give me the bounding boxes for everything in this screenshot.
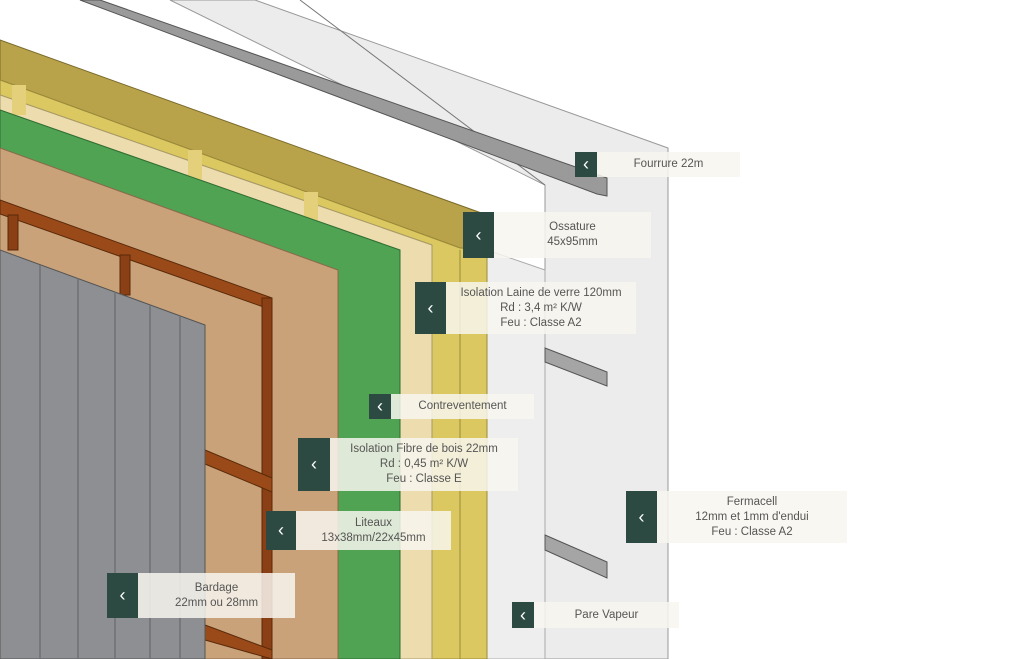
label-text: Isolation Laine de verre 120mm bbox=[460, 286, 622, 299]
label-text: Feu : Classe A2 bbox=[711, 525, 793, 538]
chevron-left-icon[interactable]: ‹ bbox=[107, 573, 138, 618]
label-pare-vapeur: ‹ Pare Vapeur bbox=[512, 602, 679, 628]
fourrure-rail bbox=[79, 0, 608, 197]
label-laine-de-verre: ‹ Isolation Laine de verre 120mm Rd : 3,4… bbox=[415, 282, 636, 334]
chevron-left-icon[interactable]: ‹ bbox=[266, 511, 296, 550]
label-text: Rd : 3,4 m² K/W bbox=[500, 301, 582, 314]
label-text: Fourrure 22m bbox=[633, 158, 704, 170]
label-text: Contreventement bbox=[418, 400, 507, 412]
label-fourrure: ‹ Fourrure 22m bbox=[575, 152, 740, 177]
label-text: Pare Vapeur bbox=[574, 608, 639, 621]
label-text: Feu : Classe A2 bbox=[500, 316, 582, 329]
label-text: Fermacell bbox=[726, 495, 778, 508]
fourrure-rail-mid bbox=[544, 347, 608, 387]
label-text: 22mm ou 28mm bbox=[174, 596, 259, 609]
chevron-left-icon[interactable]: ‹ bbox=[512, 602, 534, 628]
label-text: Ossature bbox=[549, 221, 596, 233]
label-text: Bardage bbox=[194, 581, 239, 594]
fourrure-rail-low bbox=[544, 534, 608, 579]
chevron-left-icon[interactable]: ‹ bbox=[575, 152, 597, 177]
label-liteaux: ‹ Liteaux 13x38mm/22x45mm bbox=[266, 511, 451, 550]
label-text: Isolation Fibre de bois 22mm bbox=[350, 443, 498, 455]
label-contreventement: ‹ Contreventement bbox=[369, 394, 534, 419]
label-text: Feu : Classe E bbox=[386, 473, 462, 485]
chevron-left-icon[interactable]: ‹ bbox=[626, 491, 657, 543]
fibre-de-bois-layer bbox=[0, 94, 433, 659]
bardage-cladding bbox=[0, 249, 206, 659]
label-text: 12mm et 1mm d'endui bbox=[695, 510, 809, 523]
chevron-left-icon[interactable]: ‹ bbox=[463, 212, 494, 258]
chevron-left-icon[interactable]: ‹ bbox=[369, 394, 391, 419]
label-text: 45x95mm bbox=[547, 236, 598, 248]
label-bardage: ‹ Bardage 22mm ou 28mm bbox=[107, 573, 295, 618]
label-text: 13x38mm/22x45mm bbox=[321, 531, 426, 544]
chevron-left-icon[interactable]: ‹ bbox=[415, 282, 446, 334]
label-text: Liteaux bbox=[354, 516, 393, 529]
label-fibre-de-bois: ‹ Isolation Fibre de bois 22mm Rd : 0,45 … bbox=[298, 438, 518, 491]
label-ossature: ‹ Ossature 45x95mm bbox=[463, 212, 651, 258]
chevron-left-icon[interactable]: ‹ bbox=[298, 438, 330, 491]
contreventement-panel bbox=[0, 109, 401, 659]
label-text: Rd : 0,45 m² K/W bbox=[379, 458, 469, 470]
